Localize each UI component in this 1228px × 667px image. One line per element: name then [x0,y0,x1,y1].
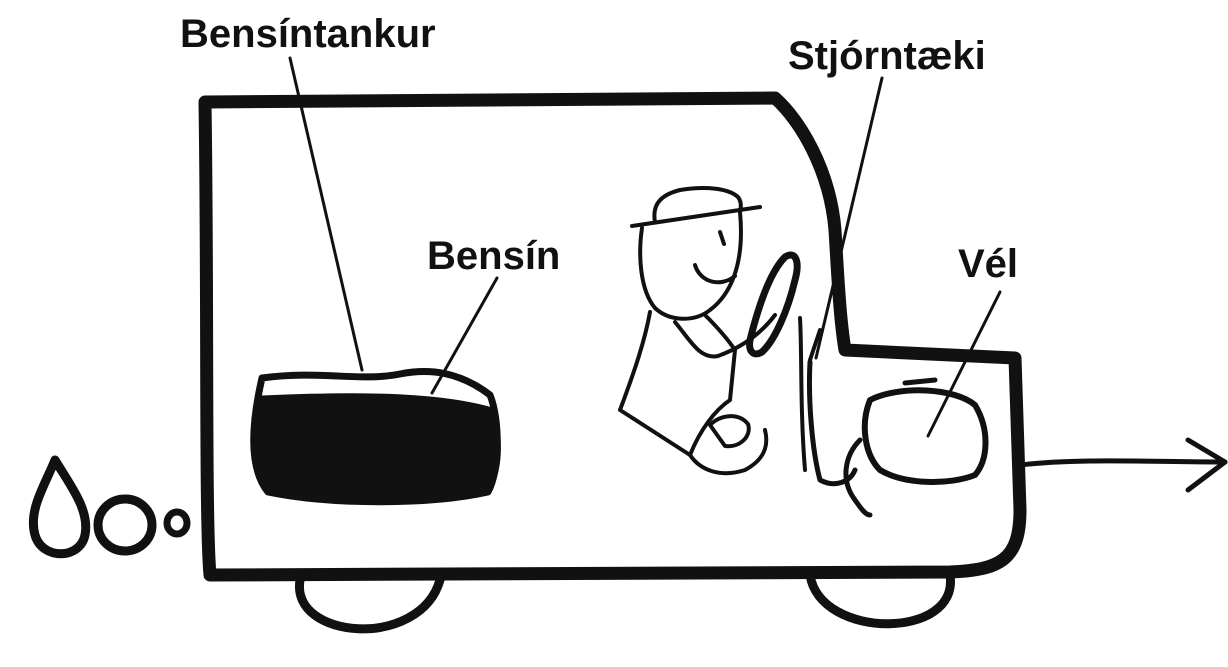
leader-steering [816,78,882,358]
engine [865,390,986,482]
steering-wheel [750,255,798,354]
exhaust-drop-large [33,460,85,554]
label-engine: Vél [958,244,1018,284]
fuel [254,396,499,502]
drive-arrow-head [1188,440,1225,490]
driver-head [640,212,741,319]
label-fuel-tank: Bensíntankur [180,14,436,54]
drive-arrow-shaft [1020,461,1225,465]
exhaust-drop-small [167,512,187,534]
rear-wheel [299,580,440,629]
driver-leg [690,430,766,473]
engine-top [905,380,935,383]
steering-column [800,318,805,470]
driver-smile [695,265,735,282]
leader-engine [928,292,1000,436]
leader-fuel [432,278,497,393]
front-wheel [810,575,951,624]
exhaust-drop-medium [98,499,152,551]
driver-eye [720,232,724,244]
label-fuel: Bensín [427,236,560,276]
driver-foot [710,416,749,446]
label-steering: Stjórntæki [788,36,986,76]
